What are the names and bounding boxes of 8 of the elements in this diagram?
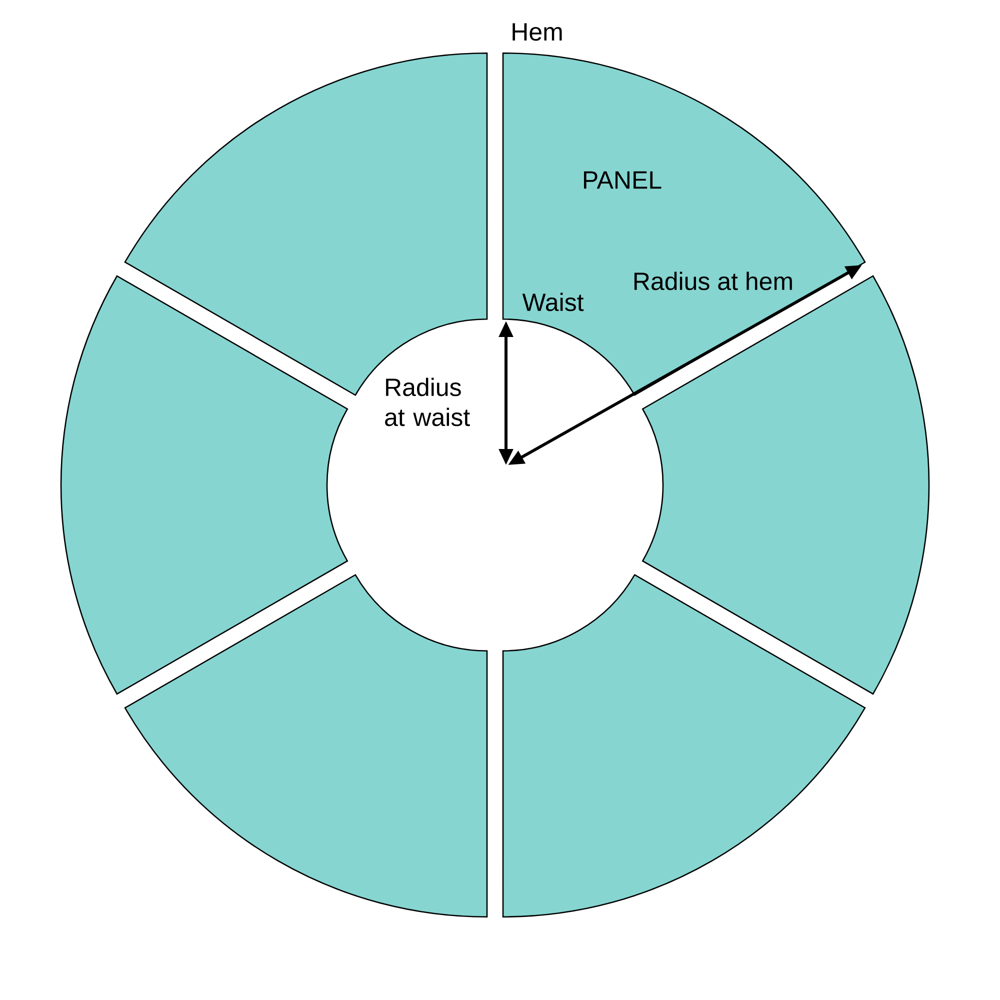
label: Radius at hem: [634, 272, 792, 290]
skirt-panel: [60, 275, 348, 695]
label: Radius at waist: [385, 378, 470, 426]
skirt-panel: [124, 574, 488, 918]
skirt-panel: [502, 574, 866, 918]
label: Hem: [512, 23, 562, 41]
skirt-panel: [124, 52, 488, 396]
label: Waist: [522, 292, 584, 312]
